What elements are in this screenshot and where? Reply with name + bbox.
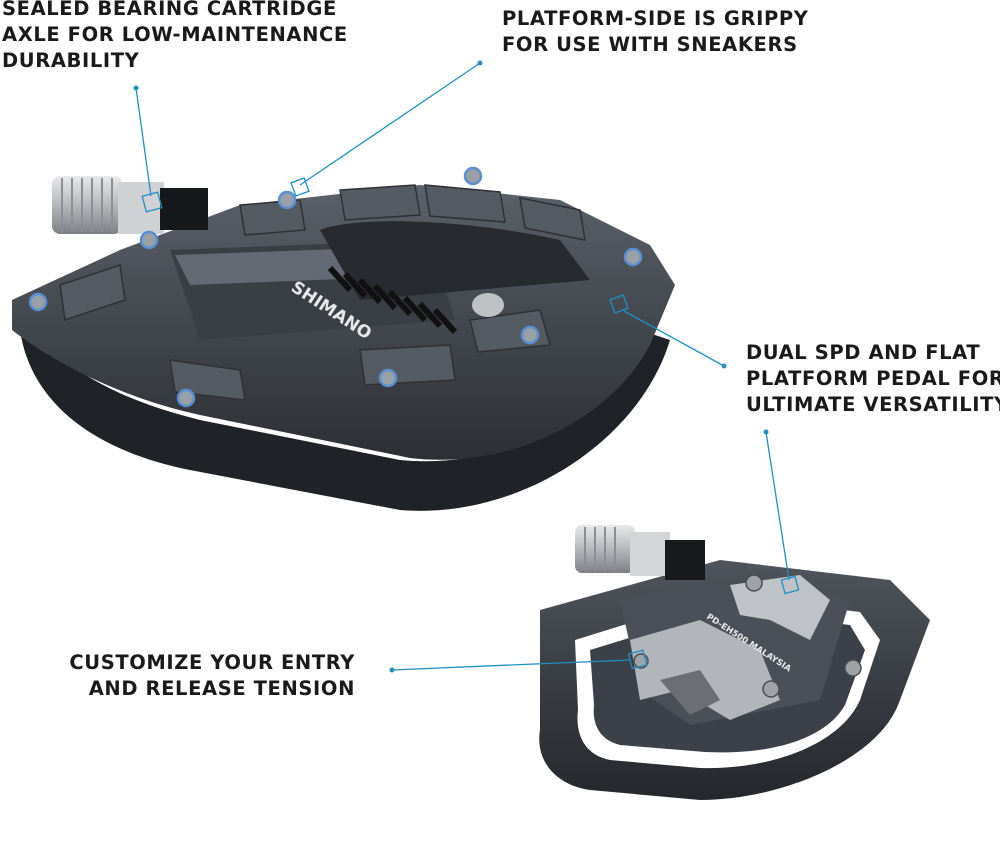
callout-line: DURABILITY [2, 49, 140, 72]
callout-line: AND RELEASE TENSION [88, 677, 355, 700]
spd-pedal-image: PD-EH500 MALAYSIA [539, 525, 930, 800]
callout-line: AXLE FOR LOW-MAINTENANCE [2, 23, 348, 46]
callout-line: SEALED BEARING CARTRIDGE [2, 0, 337, 20]
callout-line: CUSTOMIZE YOUR ENTRY [69, 651, 355, 674]
callout-dual-spd: DUAL SPD AND FLAT PLATFORM PEDAL FOR ULT… [746, 340, 1000, 418]
callout-line: DUAL SPD AND FLAT [746, 341, 981, 364]
callout-line: PLATFORM PEDAL FOR [746, 367, 1000, 390]
platform-pedal-image: SHIMANO [12, 166, 675, 511]
callout-leaders [133, 60, 800, 673]
callout-tension: CUSTOMIZE YOUR ENTRY AND RELEASE TENSION [69, 650, 355, 702]
callout-sealed-bearing: SEALED BEARING CARTRIDGE AXLE FOR LOW-MA… [2, 0, 348, 74]
axle-image [52, 176, 208, 234]
callout-line: FOR USE WITH SNEAKERS [502, 33, 798, 56]
callout-platform-grippy: PLATFORM-SIDE IS GRIPPY FOR USE WITH SNE… [502, 6, 808, 58]
callout-line: PLATFORM-SIDE IS GRIPPY [502, 7, 809, 30]
callout-line: ULTIMATE VERSATILITY [746, 393, 1000, 416]
